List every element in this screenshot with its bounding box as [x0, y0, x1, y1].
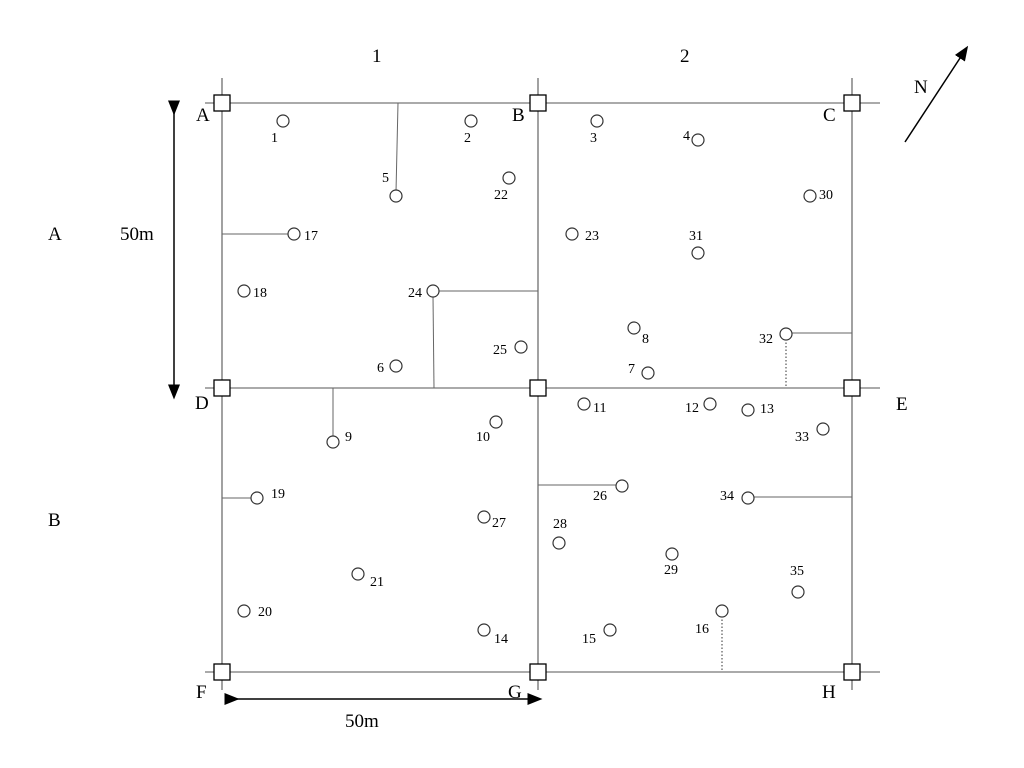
point-label-30: 30	[819, 188, 833, 203]
point-label-4: 4	[683, 129, 690, 144]
point-label-8: 8	[642, 332, 649, 347]
corner-label-a: A	[196, 105, 210, 126]
vertical-scale-label: 50m	[120, 224, 154, 245]
point-label-27: 27	[492, 516, 506, 531]
corner-label-d: D	[195, 393, 209, 414]
point-label-34: 34	[720, 489, 734, 504]
point-label-16: 16	[695, 622, 709, 637]
corner-label-e: E	[896, 394, 908, 415]
point-label-7: 7	[628, 362, 635, 377]
point-label-5: 5	[382, 171, 389, 186]
point-label-2: 2	[464, 131, 471, 146]
point-label-22: 22	[494, 188, 508, 203]
corner-label-g: G	[508, 682, 522, 703]
point-label-3: 3	[590, 131, 597, 146]
point-label-32: 32	[759, 332, 773, 347]
point-label-21: 21	[370, 575, 384, 590]
point-label-17: 17	[304, 229, 318, 244]
point-label-6: 6	[377, 361, 384, 376]
point-label-29: 29	[664, 563, 678, 578]
connector-lines	[222, 102, 852, 672]
point-label-1: 1	[271, 131, 278, 146]
point-label-11: 11	[593, 401, 606, 416]
point-label-25: 25	[493, 343, 507, 358]
point-label-9: 9	[345, 430, 352, 445]
corner-label-c: C	[823, 105, 836, 126]
point-label-24: 24	[408, 286, 422, 301]
corner-label-f: F	[196, 682, 207, 703]
point-label-14: 14	[494, 632, 508, 647]
point-label-23: 23	[585, 229, 599, 244]
point-label-15: 15	[582, 632, 596, 647]
point-label-33: 33	[795, 430, 809, 445]
point-label-19: 19	[271, 487, 285, 502]
column-label-1: 1	[372, 46, 382, 67]
point-label-26: 26	[593, 489, 607, 504]
point-labels: 1 2 3 4 5 6 7 8 9 10 11 12 13 14 15 16 1…	[253, 129, 833, 647]
row-label-b: B	[48, 510, 61, 531]
point-label-28: 28	[553, 517, 567, 532]
point-label-18: 18	[253, 286, 267, 301]
point-label-10: 10	[476, 430, 490, 445]
point-label-20: 20	[258, 605, 272, 620]
corner-markers	[213, 94, 861, 681]
horizontal-scale-label: 50m	[345, 711, 379, 732]
point-label-13: 13	[760, 402, 774, 417]
column-label-2: 2	[680, 46, 690, 67]
point-label-35: 35	[790, 564, 804, 579]
corner-label-h: H	[822, 682, 836, 703]
point-label-12: 12	[685, 401, 699, 416]
row-label-a: A	[48, 224, 62, 245]
point-markers	[237, 114, 830, 637]
north-label: N	[914, 77, 928, 98]
corner-label-b: B	[512, 105, 525, 126]
north-arrow-icon	[904, 45, 969, 143]
point-label-31: 31	[689, 229, 703, 244]
